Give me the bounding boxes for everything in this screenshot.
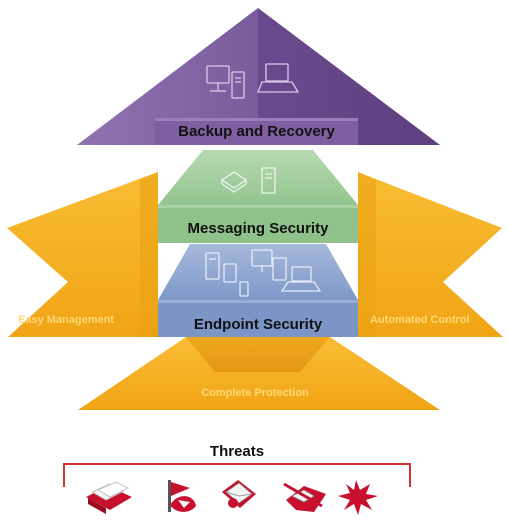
- front-wing: [78, 337, 440, 410]
- endpoint-layer-label: Endpoint Security: [193, 316, 323, 333]
- messaging-layer-label: Messaging Security: [187, 220, 329, 237]
- backup-devices-icon: [206, 63, 300, 99]
- orange-base: [7, 172, 503, 410]
- trojan-icon: [283, 482, 326, 512]
- right-wing-label: Automated Control: [370, 314, 470, 326]
- messaging-layer: [158, 150, 358, 243]
- spam-icon: [86, 481, 132, 514]
- malware-burst-icon: [338, 480, 378, 515]
- front-wing-label: Complete Protection: [201, 387, 309, 399]
- endpoint-layer: [158, 244, 358, 337]
- right-wing: [358, 172, 503, 337]
- threats-bracket: [63, 463, 411, 487]
- messaging-devices-icon: [220, 167, 276, 194]
- endpoint-devices-icon: [205, 249, 322, 297]
- backup-layer: [77, 8, 440, 145]
- threats-title: Threats: [209, 443, 265, 460]
- left-wing-label: Easy Management: [18, 314, 114, 326]
- left-wing: [7, 172, 158, 337]
- virus-mail-icon: [222, 480, 256, 508]
- phishing-icon: [168, 480, 196, 512]
- backup-layer-label: Backup and Recovery: [178, 123, 335, 140]
